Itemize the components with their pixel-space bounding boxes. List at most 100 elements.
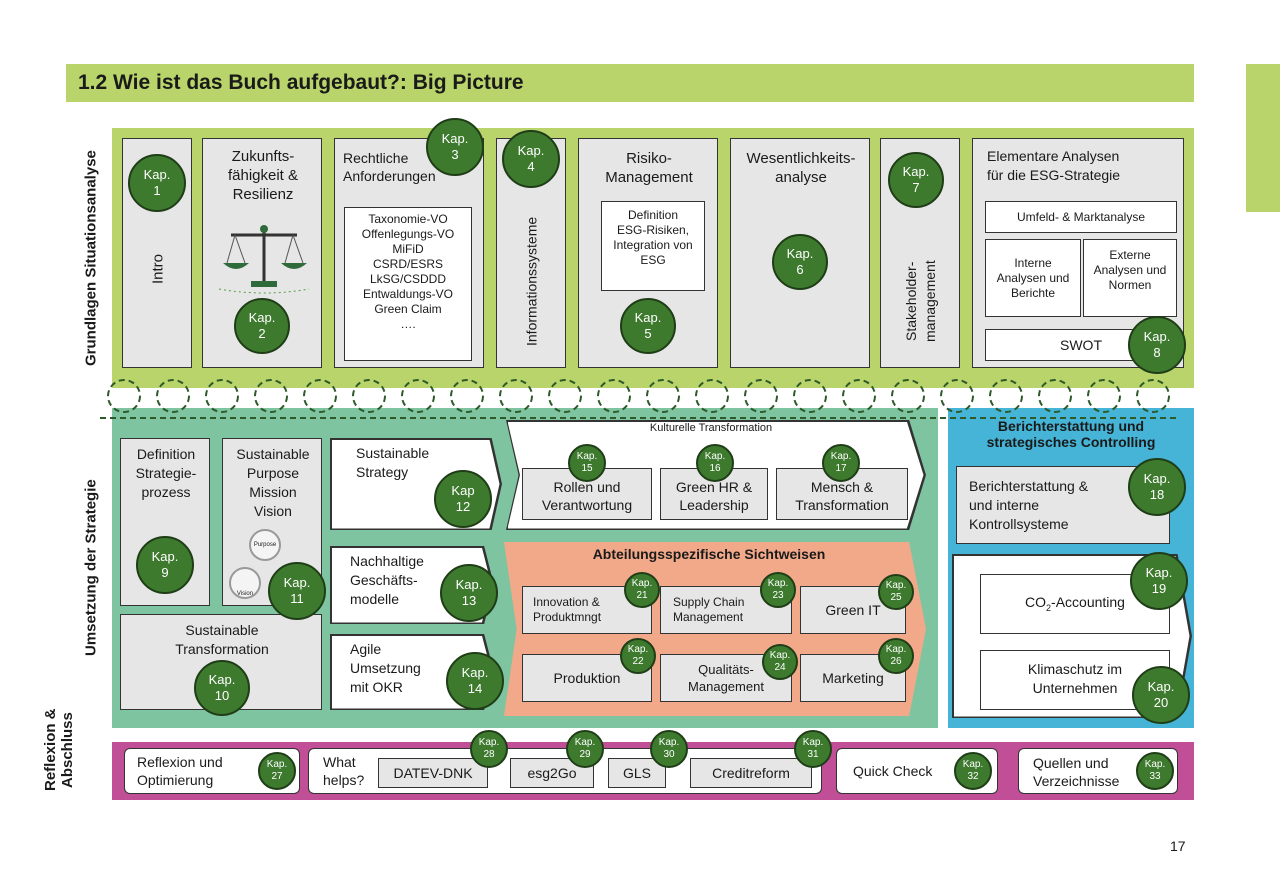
rechtlich-item: Taxonomie-VO [368, 212, 448, 226]
bericht-interne-label: Berichterstattung & und interne Kontroll… [969, 478, 1089, 532]
kap-badge-29[interactable]: Kap.29 [566, 730, 604, 768]
kap-word: Kap. [786, 246, 814, 261]
kap-badge-21[interactable]: Kap.21 [624, 572, 660, 608]
kap-badge-7[interactable]: Kap.7 [888, 152, 944, 208]
esg2go-box[interactable]: esg2Go [510, 758, 594, 788]
rechtlich-item: LkSG/CSDDD [369, 272, 446, 286]
kap-badge-8[interactable]: Kap.8 [1128, 316, 1186, 374]
kap-badge-2[interactable]: Kap.2 [234, 298, 290, 354]
kap-word: Kap. [885, 644, 907, 655]
kap-badge-6[interactable]: Kap.6 [772, 234, 828, 290]
kap-number: 4 [527, 159, 535, 174]
creditreform-box[interactable]: Creditreform [690, 758, 812, 788]
kap-badge-16[interactable]: Kap.16 [696, 444, 734, 482]
kap-number: 33 [1149, 771, 1161, 782]
rechtlich-item: MiFiD [392, 242, 424, 256]
kap-badge-26[interactable]: Kap.26 [878, 638, 914, 674]
kap-badge-19[interactable]: Kap.19 [1130, 552, 1188, 610]
rechtlich-title: Rechtliche Anforderungen [343, 150, 436, 184]
kap-badge-9[interactable]: Kap.9 [136, 536, 194, 594]
definition-label: Definition Strategie- prozess [135, 446, 197, 500]
kap-word: Kap. [455, 577, 483, 592]
kap-word: Kap. [1147, 679, 1175, 694]
datev-box[interactable]: DATEV-DNK [378, 758, 488, 788]
kap-word: Kap. [266, 759, 288, 770]
kap-badge-11[interactable]: Kap.11 [268, 562, 326, 620]
kulturelle-label: Kulturelle Transformation [649, 422, 773, 434]
kap-word: Kap. [769, 650, 791, 661]
title-bar: 1.2 Wie ist das Buch aufgebaut?: Big Pic… [66, 64, 1194, 102]
supply-box[interactable]: Supply Chain Management [660, 586, 792, 634]
kap-number: 32 [967, 771, 979, 782]
kap-number: 14 [467, 681, 483, 696]
kap-badge-22[interactable]: Kap.22 [620, 638, 656, 674]
kap-number: 25 [890, 592, 902, 603]
kap-badge-20[interactable]: Kap.20 [1132, 666, 1190, 724]
kap-badge-27[interactable]: Kap.27 [258, 752, 296, 790]
kap-word: Kap. [634, 310, 662, 325]
interne-analysen-box: Interne Analysen und Berichte [985, 239, 1081, 317]
kap-badge-13[interactable]: Kap.13 [440, 564, 498, 622]
risiko-box[interactable]: Risiko- Management Definition ESG-Risike… [578, 138, 718, 368]
kap-badge-17[interactable]: Kap.17 [822, 444, 860, 482]
rechtlich-item: …. [400, 317, 416, 331]
kap-badge-31[interactable]: Kap.31 [794, 730, 832, 768]
produktion-box[interactable]: Produktion [522, 654, 652, 702]
kap-word: Kap. [574, 737, 596, 748]
kap-word: Kap. [830, 451, 852, 462]
kap-number: 12 [455, 499, 471, 514]
kap-word: Kap. [1143, 471, 1171, 486]
elementar-title: Elementare Analysen für die ESG-Strategi… [987, 148, 1121, 183]
kap-badge-15[interactable]: Kap.15 [568, 444, 606, 482]
purpose-label: Sustainable Purpose Mission Vision [236, 446, 310, 519]
umfeld-box: Umfeld- & Marktanalyse [985, 201, 1177, 233]
kap-word: Kap. [885, 580, 907, 591]
kap-number: 9 [161, 565, 169, 580]
kap-number: 26 [890, 656, 902, 667]
kap-badge-33[interactable]: Kap.33 [1136, 752, 1174, 790]
risiko-title: Risiko- Management [605, 150, 693, 186]
kap-badge-28[interactable]: Kap.28 [470, 730, 508, 768]
kap-number: 13 [461, 593, 477, 608]
kap-badge-32[interactable]: Kap.32 [954, 752, 992, 790]
kap-word: Kap. [802, 737, 824, 748]
quickcheck-label: Quick Check [853, 763, 933, 779]
geschaeft-label: Nachhaltige Geschäfts- modelle [350, 553, 424, 607]
kap-badge-25[interactable]: Kap.25 [878, 574, 914, 610]
kap-word: Kap. [143, 167, 171, 182]
kap-number: 20 [1153, 695, 1169, 710]
kap-number: 27 [271, 771, 283, 782]
scales-icon [218, 225, 310, 294]
rechtlich-item: Green Claim [374, 302, 442, 316]
kap-badge-4[interactable]: Kap.4 [502, 130, 560, 188]
kap-badge-23[interactable]: Kap.23 [760, 572, 796, 608]
kap-badge-1[interactable]: Kap.1 [128, 154, 186, 212]
qualitaet-box[interactable]: Qualitäts- Management [660, 654, 792, 702]
kap-badge-10[interactable]: Kap.10 [194, 660, 250, 716]
kap-number: 21 [636, 590, 648, 601]
co2-sub: 2 [1046, 602, 1052, 613]
optimierung-label: Reflexion und Optimierung [137, 754, 223, 788]
kap-badge-3[interactable]: Kap.3 [426, 118, 484, 176]
kap-badge-30[interactable]: Kap.30 [650, 730, 688, 768]
kap-word: Kap. [441, 131, 469, 146]
page-number: 17 [1170, 838, 1186, 854]
side-tab [1246, 64, 1280, 212]
kap-badge-18[interactable]: Kap.18 [1128, 458, 1186, 516]
kap-number: 1 [153, 183, 161, 198]
kap-badge-24[interactable]: Kap.24 [762, 644, 798, 680]
kap-number: 24 [774, 662, 786, 673]
transformation-label: Sustainable Transformation [175, 622, 269, 657]
kap-number: 18 [1149, 487, 1165, 502]
kap-badge-5[interactable]: Kap.5 [620, 298, 676, 354]
vision-badge-icon: Vision [229, 567, 261, 599]
stakeholder-label: Stakeholder- management [903, 260, 938, 343]
rechtlich-box[interactable]: Rechtliche Anforderungen Taxonomie-VO Of… [334, 138, 484, 368]
kap-badge-14[interactable]: Kap.14 [446, 652, 504, 710]
quellen-label: Quellen und Verzeichnisse [1033, 755, 1120, 789]
externe-analysen-box: Externe Analysen und Normen [1083, 239, 1177, 317]
zukunft-label: Zukunfts- fähigkeit & Resilienz [227, 148, 299, 203]
kap-number: 17 [835, 463, 847, 474]
wesentlichkeit-box[interactable]: Wesentlichkeits- analyse [730, 138, 870, 368]
